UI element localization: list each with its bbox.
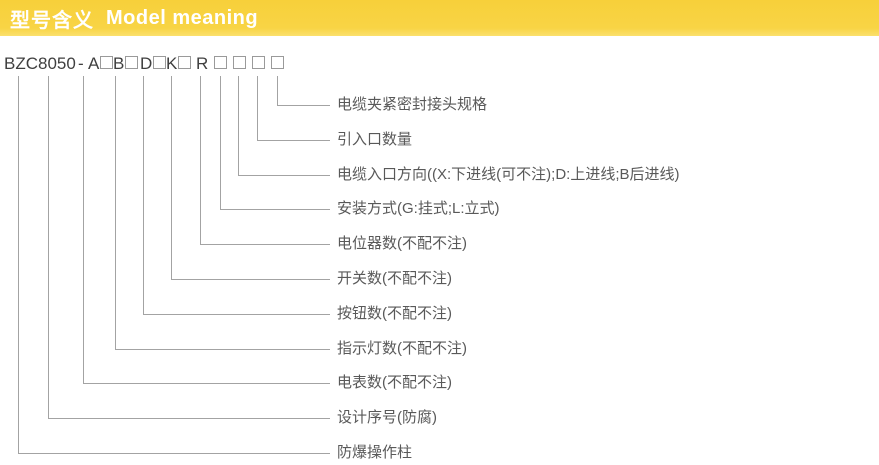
model-segment-text: A: [88, 54, 100, 73]
model-segment-text: D: [140, 54, 153, 73]
model-segment-text: BZC: [4, 54, 38, 73]
connector-hline: [238, 175, 330, 176]
description-label: 按钮数(不配不注): [337, 305, 452, 322]
model-segment-slot11: [270, 55, 284, 73]
model-box-slot: [100, 56, 114, 69]
connector-vline: [220, 76, 221, 209]
description-label: 设计序号(防腐): [337, 409, 437, 426]
connector-vline: [257, 76, 258, 140]
connector-hline: [277, 105, 330, 106]
connector-vline: [277, 76, 278, 105]
connector-hline: [18, 453, 330, 454]
connector-vline: [18, 76, 19, 453]
model-segment-slot10: [251, 55, 265, 73]
model-segment--: -: [78, 55, 84, 73]
connector-hline: [115, 349, 330, 350]
model-segment-BZC: BZC: [4, 55, 38, 73]
connector-vline: [83, 76, 84, 383]
description-label: 电位器数(不配不注): [337, 235, 467, 252]
model-segment-slot8: [213, 55, 227, 73]
model-box-slot: [252, 56, 265, 69]
description-label: 电缆入口方向((X:下进线(可不注);D:上进线;B后进线): [337, 166, 680, 183]
model-box-slot: [178, 56, 192, 69]
connector-vline: [171, 76, 172, 279]
model-segment-text: 8050: [38, 54, 76, 73]
model-segment-text: R: [196, 54, 209, 73]
model-segment-text: -: [78, 54, 84, 73]
connector-vline: [238, 76, 239, 175]
connector-hline: [143, 314, 330, 315]
model-segment-8050: 8050: [38, 55, 76, 73]
connector-vline: [48, 76, 49, 418]
description-label: 引入口数量: [337, 131, 413, 148]
model-segment-B: B: [113, 54, 139, 73]
connector-vline: [115, 76, 116, 349]
connector-hline: [171, 279, 330, 280]
model-segment-slot9: [232, 55, 246, 73]
page-title-zh: 型号含义: [10, 9, 94, 32]
description-label: 电表数(不配不注): [337, 374, 452, 391]
connector-vline: [200, 76, 201, 244]
model-box-slot: [153, 56, 167, 69]
model-box-slot: [271, 56, 284, 69]
connector-hline: [220, 209, 330, 210]
model-segment-text: K: [166, 54, 178, 73]
description-label: 防爆操作柱: [337, 444, 413, 461]
model-segment-D: D: [140, 54, 167, 73]
model-box-slot: [233, 56, 246, 69]
description-label: 电缆夹紧密封接头规格: [337, 96, 488, 113]
page-title-en: Model meaning: [106, 6, 259, 29]
model-segment-R: R: [196, 55, 208, 73]
description-label: 指示灯数(不配不注): [337, 340, 467, 357]
model-segment-text: B: [113, 54, 125, 73]
model-box-slot: [214, 56, 227, 69]
description-label: 安装方式(G:挂式;L:立式): [337, 200, 500, 217]
description-label: 开关数(不配不注): [337, 270, 452, 287]
connector-hline: [83, 383, 330, 384]
model-box-slot: [125, 56, 139, 69]
model-segment-A: A: [88, 54, 114, 73]
header-bar: 型号含义 Model meaning: [0, 0, 879, 36]
connector-hline: [200, 244, 330, 245]
connector-vline: [143, 76, 144, 314]
connector-hline: [257, 140, 330, 141]
connector-hline: [48, 418, 330, 419]
model-segment-K: K: [166, 54, 192, 73]
